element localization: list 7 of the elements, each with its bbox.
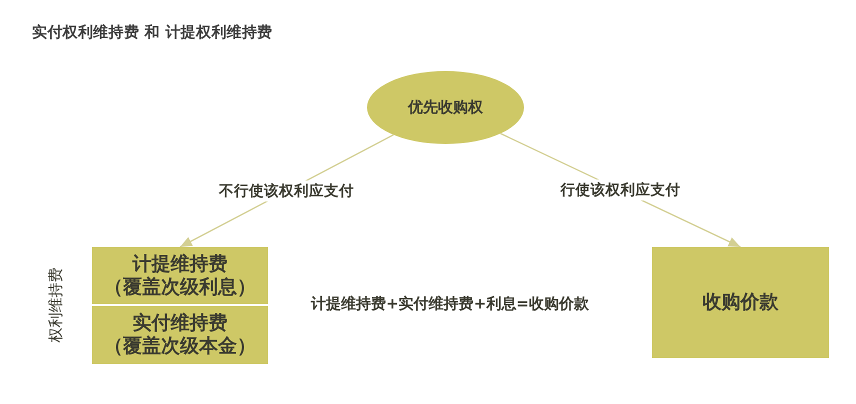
fee-box: 实付维持费（覆盖次级本金） — [92, 306, 268, 364]
price-box: 收购价款 — [652, 247, 829, 358]
vertical-label: 权利维持费 — [46, 268, 66, 342]
title: 实付权利维持费 和 计提权利维持费 — [32, 23, 273, 42]
formula-text: 计提维持费+实付维持费+利息=收购价款 — [311, 294, 589, 314]
fee-box: 计提维持费（覆盖次级利息） — [92, 247, 268, 304]
oval-node: 优先收购权 — [367, 71, 524, 144]
